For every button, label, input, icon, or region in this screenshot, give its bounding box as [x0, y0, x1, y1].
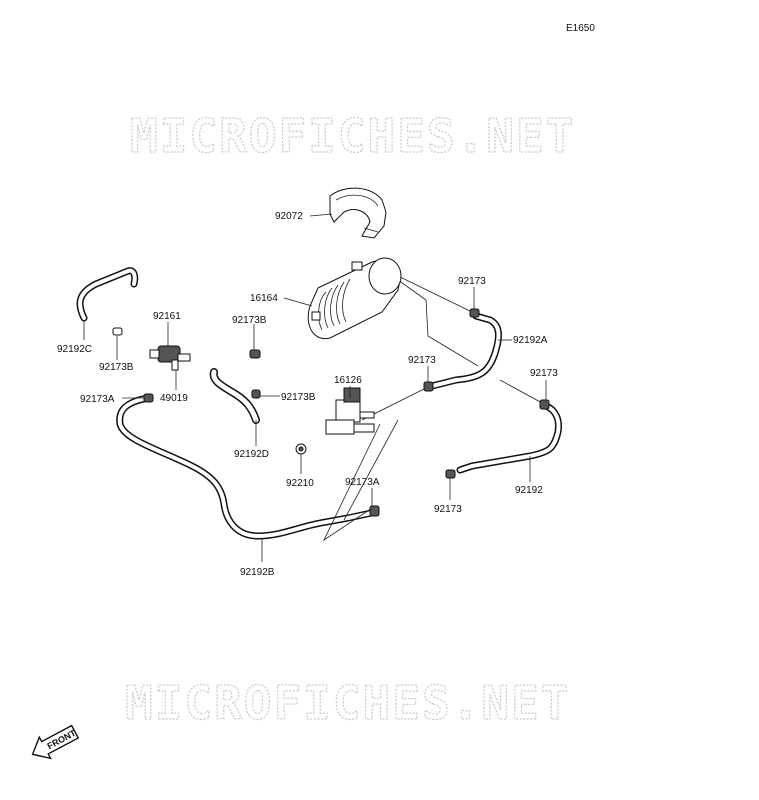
canister-16164 [307, 257, 402, 340]
clip-92173-mid [423, 381, 434, 392]
clip-92173B-canister [249, 349, 261, 359]
diagram-code: E1650 [566, 23, 595, 34]
leader-92072 [309, 213, 333, 217]
label-92173A-left: 92173A [80, 394, 115, 405]
label-92161: 92161 [153, 311, 181, 322]
connection-line-canister-top [397, 275, 473, 313]
label-92173B-left: 92173B [99, 362, 134, 373]
label-49019: 49019 [160, 393, 188, 404]
label-92173-top: 92173 [458, 276, 486, 287]
clip-92173A-bottom [369, 505, 380, 517]
label-92192D: 92192D [234, 449, 269, 460]
clip-92173B-left [112, 327, 123, 336]
connection-line-right [499, 379, 545, 405]
label-92192: 92192 [515, 485, 543, 496]
label-92173-mid: 92173 [408, 355, 436, 366]
solenoid-valve-16126 [325, 387, 375, 435]
label-92192B: 92192B [240, 567, 275, 578]
label-92173B-mid: 92173B [281, 392, 316, 403]
label-92173A-bottom: 92173A [345, 477, 380, 488]
bracket-92072 [329, 187, 387, 239]
label-92173-lower: 92173 [434, 504, 462, 515]
hose-92192A [428, 312, 502, 390]
label-92210: 92210 [286, 478, 314, 489]
label-92192C: 92192C [57, 344, 92, 355]
connection-line-canister-side [397, 279, 479, 367]
watermark-bottom: MICROFICHES.NET [125, 676, 570, 730]
leader-16164 [283, 297, 313, 307]
connection-line-v1 [323, 423, 381, 542]
hose-92192D [209, 368, 260, 424]
valve-92161 [149, 345, 191, 371]
nut-92210 [295, 443, 307, 455]
hose-92192 [456, 402, 562, 474]
hose-92192B [116, 394, 380, 540]
label-92173B-canister: 92173B [232, 315, 267, 326]
clip-92173-right [539, 399, 550, 410]
clip-92173-lower [445, 469, 456, 479]
label-92192A: 92192A [513, 335, 548, 346]
clip-92173-top [469, 308, 480, 318]
hose-92192C [76, 267, 139, 322]
connection-line-v2 [343, 419, 399, 521]
label-92173-right: 92173 [530, 368, 558, 379]
front-arrow-icon: FRONT [31, 724, 80, 760]
label-16126: 16126 [334, 375, 362, 386]
clip-92173B-mid [251, 389, 261, 399]
label-92072: 92072 [275, 211, 303, 222]
label-16164: 16164 [250, 293, 278, 304]
clip-92173A-left [143, 393, 154, 403]
watermark-top: MICROFICHES.NET [130, 109, 575, 163]
